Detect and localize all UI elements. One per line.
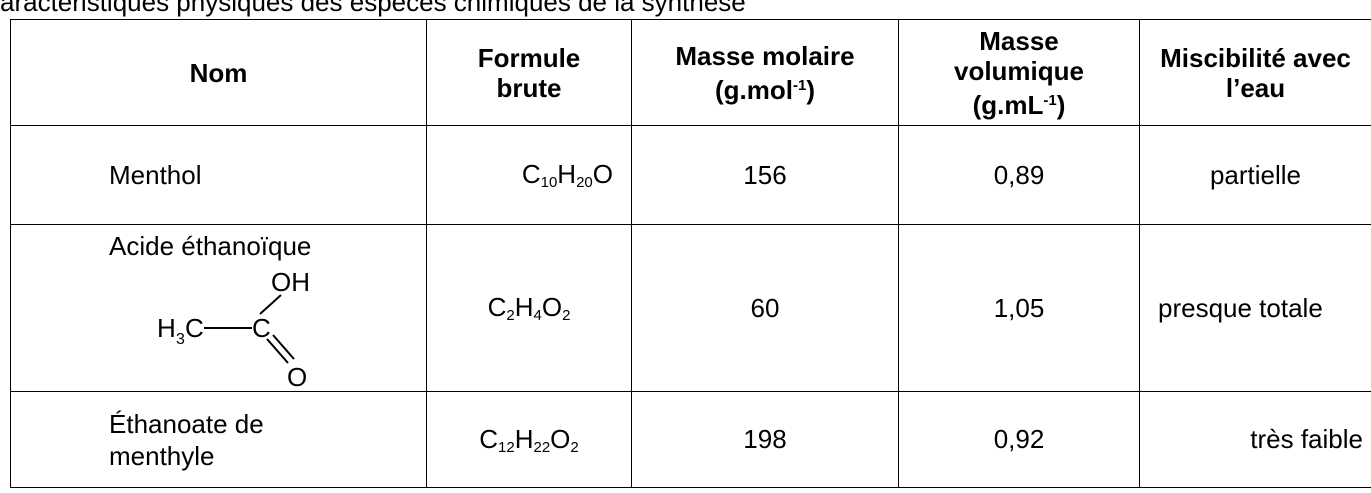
header-masse-volumique: Masse volumique (g.mL-1) bbox=[898, 19, 1140, 126]
header-formule-brute: Formule brute bbox=[426, 19, 632, 126]
table-caption: aractéristiques physiques des espèces ch… bbox=[0, 0, 746, 17]
c-center-label: C bbox=[252, 313, 271, 343]
table-row: Éthanoate de menthyle C12H22O2 198 0,92 … bbox=[10, 391, 1371, 488]
cell-masse-volumique: 1,05 bbox=[898, 224, 1140, 392]
h-sub-label: 3 bbox=[176, 331, 185, 348]
header-masse-molaire: Masse molaire (g.mol-1) bbox=[631, 19, 899, 126]
acide-name: Acide éthanoïque bbox=[109, 231, 312, 261]
double-bond-1 bbox=[266, 338, 289, 364]
properties-table: Nom Formule brute Masse molaire (g.mol-1… bbox=[10, 19, 1371, 488]
cell-masse-volumique: 0,89 bbox=[898, 125, 1140, 225]
c-left-label: C bbox=[185, 313, 204, 343]
cell-formule: C10H20O bbox=[426, 125, 632, 225]
header-miscibilite: Miscibilité avec l’eau bbox=[1139, 19, 1371, 126]
cell-nom: Éthanoate de menthyle bbox=[10, 391, 427, 488]
oh-bond bbox=[259, 294, 282, 315]
h-label: H bbox=[157, 313, 176, 343]
cell-miscibilite: très faible bbox=[1139, 391, 1371, 488]
cell-nom: Acide éthanoïque OH H 3 C C O bbox=[10, 224, 427, 392]
cell-miscibilite: presque totale bbox=[1139, 224, 1371, 392]
double-bond-2 bbox=[272, 334, 295, 360]
oh-label: OH bbox=[271, 267, 310, 297]
table-row: Menthol C10H20O 156 0,89 partielle bbox=[10, 125, 1371, 225]
acetic-acid-structure: OH H 3 C C O bbox=[157, 267, 310, 387]
cell-nom: Menthol bbox=[10, 125, 427, 225]
header-row: Nom Formule brute Masse molaire (g.mol-1… bbox=[10, 19, 1371, 126]
cell-masse-molaire: 60 bbox=[631, 224, 899, 392]
cell-masse-volumique: 0,92 bbox=[898, 391, 1140, 488]
cell-masse-molaire: 156 bbox=[631, 125, 899, 225]
table-row: Acide éthanoïque OH H 3 C C O bbox=[10, 224, 1371, 392]
cell-masse-molaire: 198 bbox=[631, 391, 899, 488]
cell-formule: C12H22O2 bbox=[426, 391, 632, 488]
o-label: O bbox=[287, 362, 307, 387]
cell-miscibilite: partielle bbox=[1139, 125, 1371, 225]
cell-formule: C2H4O2 bbox=[426, 224, 632, 392]
header-nom: Nom bbox=[10, 19, 427, 126]
